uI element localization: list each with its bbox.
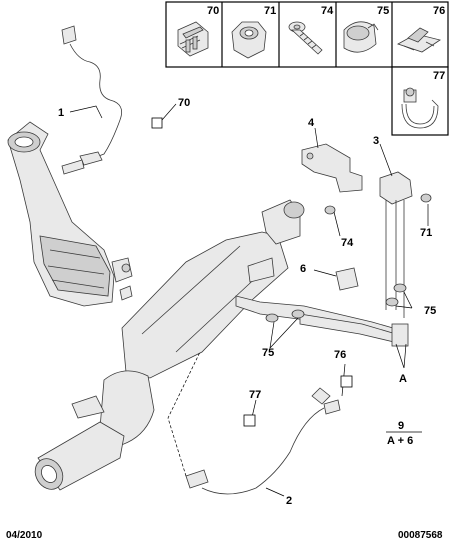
leader-lines — [69, 103, 429, 497]
callout-1: 1 — [58, 107, 64, 119]
marker-square — [151, 117, 163, 129]
callout-76: 76 — [334, 349, 346, 361]
thumb-label-76: 76 — [433, 5, 445, 17]
oxygen-sensor-2 — [167, 351, 341, 495]
catalytic-converter — [7, 121, 133, 307]
thumb-label-74: 74 — [321, 5, 334, 17]
callout-75-left: 75 — [262, 347, 274, 359]
callout-9: 9 — [398, 420, 404, 432]
callout-4: 4 — [308, 117, 315, 129]
brackets-and-hangers — [265, 143, 432, 323]
callout-75-right: 75 — [424, 305, 436, 317]
thumbnail-frame — [165, 1, 449, 68]
thumb-label-70: 70 — [207, 5, 219, 17]
oxygen-sensor-1 — [61, 25, 123, 175]
callout-3: 3 — [373, 135, 379, 147]
exhaust-pipe — [235, 295, 409, 347]
clamp-icon — [343, 21, 379, 53]
footer-date: 04/2010 — [6, 530, 43, 541]
callout-a-plus-6: A + 6 — [387, 435, 413, 447]
thumb-label-75: 75 — [377, 5, 389, 17]
thumb-label-77: 77 — [433, 70, 445, 82]
dpf-silencer — [34, 199, 305, 491]
footer-code: 00087568 — [398, 530, 443, 541]
thumb-label-71: 71 — [264, 5, 276, 17]
callout-77: 77 — [249, 389, 261, 401]
callout-a: A — [399, 373, 407, 385]
clip-icon — [177, 21, 209, 57]
screw-icon — [288, 21, 323, 55]
thumbnail-strip: 70 71 74 75 76 — [165, 1, 449, 136]
callout-71: 71 — [420, 227, 432, 239]
callout-70: 70 — [178, 97, 190, 109]
callout-6: 6 — [300, 263, 306, 275]
callout-2: 2 — [286, 495, 292, 507]
callout-74: 74 — [341, 237, 354, 249]
cable-tie-icon — [401, 87, 439, 129]
fastener-clip-icon — [397, 27, 441, 53]
marker-square — [243, 414, 256, 427]
nut-icon — [231, 21, 267, 59]
marker-square — [340, 375, 353, 388]
